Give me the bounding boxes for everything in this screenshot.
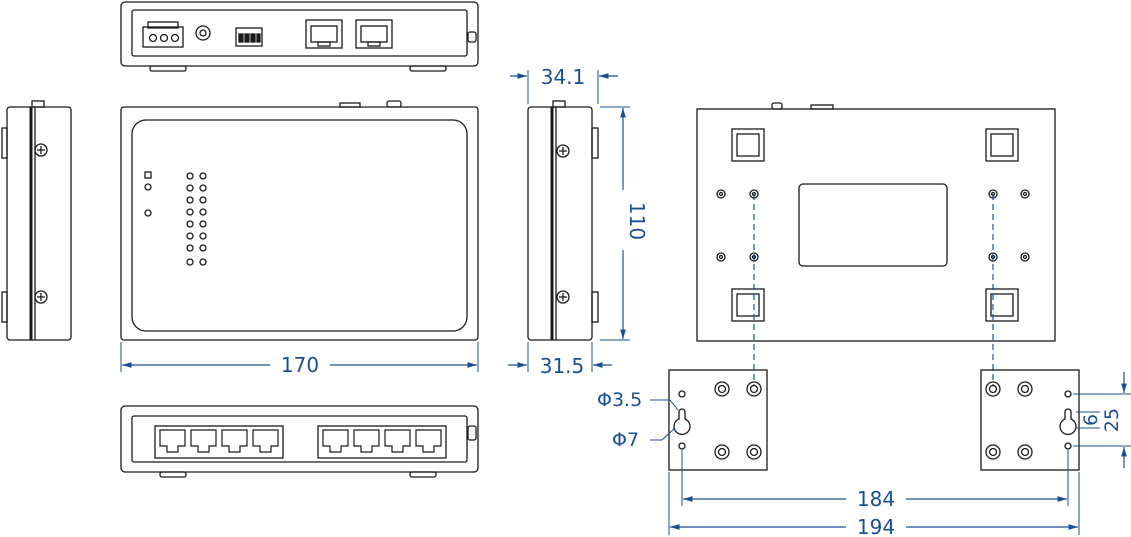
screw-icon bbox=[556, 290, 570, 304]
hole-label-phi-3-5: Φ3.5 bbox=[597, 389, 642, 411]
dimension-slot: 25 6 bbox=[1073, 372, 1131, 468]
rj45-port-icon bbox=[305, 19, 343, 49]
dimension-label-6: 6 bbox=[1080, 414, 1102, 426]
dimension-overall-width: 194 bbox=[668, 472, 1080, 537]
dimension-label-110: 110 bbox=[625, 202, 649, 240]
bottom-port-view bbox=[120, 405, 479, 478]
dimension-label-184: 184 bbox=[857, 487, 895, 511]
right-side-view bbox=[527, 100, 599, 341]
dimension-height: 110 bbox=[600, 106, 649, 341]
alignment-lines bbox=[753, 194, 994, 385]
right-mounting-bracket bbox=[980, 369, 1080, 471]
rj45-port-icon bbox=[221, 429, 248, 453]
left-side-view bbox=[1, 100, 72, 341]
top-connector-view bbox=[120, 1, 479, 72]
dimension-label-170: 170 bbox=[281, 353, 319, 377]
dimension-label-25: 25 bbox=[1101, 408, 1123, 432]
hole-label-phi-7: Φ7 bbox=[612, 429, 639, 451]
rj45-port-icon bbox=[353, 429, 380, 453]
screw-icon bbox=[556, 144, 570, 158]
rj45-port-icon bbox=[252, 429, 279, 453]
front-view bbox=[120, 100, 479, 341]
mounting-back-view bbox=[696, 102, 1056, 342]
dimension-width: 170 bbox=[120, 342, 479, 377]
screw-icon bbox=[34, 143, 48, 157]
left-mounting-bracket bbox=[668, 369, 768, 471]
rj45-port-icon bbox=[190, 429, 217, 453]
dimension-depth-top: 34.1 bbox=[510, 65, 618, 104]
hole-callouts: Φ3.5 Φ7 bbox=[597, 389, 679, 451]
dimension-label-194: 194 bbox=[857, 515, 895, 537]
dimension-hole-spacing: 184 bbox=[681, 450, 1069, 511]
rj45-port-icon bbox=[384, 429, 411, 453]
rj45-port-icon bbox=[159, 429, 186, 453]
rj45-port-icon bbox=[415, 429, 442, 453]
dimension-depth-bottom: 31.5 bbox=[508, 342, 612, 378]
dimension-label-31-5: 31.5 bbox=[540, 354, 585, 378]
rj45-bank bbox=[159, 429, 442, 453]
led-indicator-icon bbox=[186, 172, 207, 266]
screw-icon bbox=[34, 290, 48, 304]
rj45-port-icon bbox=[355, 19, 393, 49]
dimension-label-34-1: 34.1 bbox=[541, 65, 586, 89]
rj45-port-icon bbox=[322, 429, 349, 453]
